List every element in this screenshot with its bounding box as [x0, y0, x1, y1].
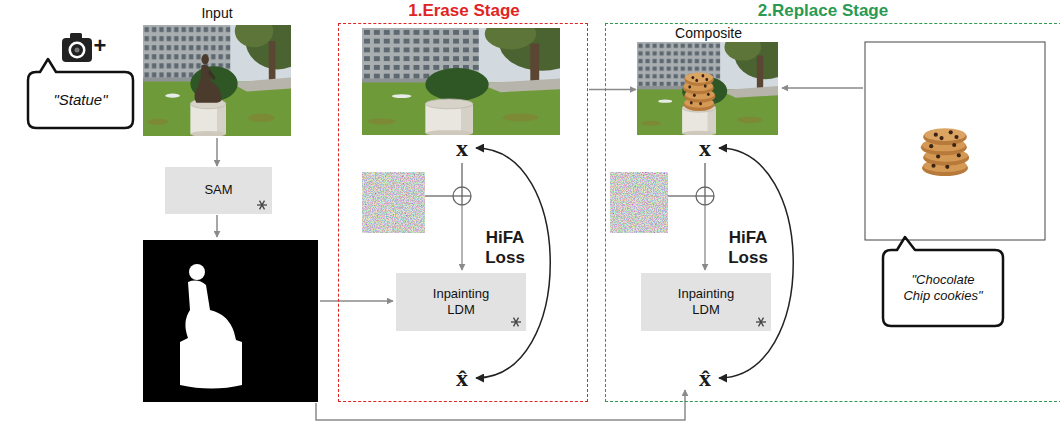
erased-photo-part [362, 12, 586, 135]
replace-pipeline-part [704, 205, 705, 270]
erased-photo-part [425, 99, 473, 136]
frozen-icon-stroke [514, 318, 519, 327]
math-symbol: x [699, 136, 711, 160]
frozen-icon-stroke [260, 201, 265, 210]
erase-pipeline [425, 148, 550, 378]
stage-title: 1.Erase Stage [339, 1, 589, 21]
loss-label: HiFA Loss [480, 228, 530, 269]
camera-icon-part [69, 42, 86, 59]
replace-pipeline-part [704, 187, 705, 205]
flow-arrow [216, 138, 218, 166]
replace-pipeline-part [696, 187, 714, 205]
composite-image: Composite [638, 43, 779, 136]
frozen-icon [755, 316, 767, 328]
segmentation-mask-part [143, 240, 318, 402]
loss-label: HiFA Loss [723, 228, 773, 269]
image-heading: Input [143, 5, 291, 21]
flow-arrow [589, 89, 636, 91]
segmentation-mask [143, 240, 318, 402]
frozen-icon-stroke [759, 318, 764, 327]
composite-photo-part [683, 72, 716, 111]
frozen-icon-stroke [260, 201, 265, 210]
erase-pipeline-part [476, 148, 550, 378]
input-photo-part [190, 99, 226, 137]
prompt-text: "Statue" [53, 91, 107, 110]
flow-arrow-part [320, 300, 393, 302]
composite-photo-part [637, 28, 796, 135]
frozen-icon-stroke [759, 318, 764, 327]
stage-title: 2.Replace Stage [606, 1, 1040, 21]
erase-pipeline-part [461, 187, 462, 205]
math-symbol: x [456, 136, 468, 160]
model-box: Inpainting LDM [641, 273, 771, 331]
box-label: Inpainting LDM [666, 286, 746, 319]
camera-icon [62, 33, 92, 62]
noise-block-part [610, 172, 668, 233]
composite-photo [637, 28, 796, 135]
prompt-text: "Chocolate Chip cookies" [901, 272, 985, 305]
object-image [865, 42, 1045, 240]
noise-block-part [362, 172, 425, 233]
frozen-icon-stroke [514, 318, 519, 327]
flow-arrow-part [216, 215, 218, 237]
camera-icon-part [75, 48, 80, 53]
box-label: Inpainting LDM [421, 286, 501, 319]
replace-pipeline-part [719, 148, 793, 378]
erase-pipeline-part [453, 187, 471, 205]
flow-arrow-part [782, 87, 863, 89]
erase-pipeline-part [461, 163, 462, 187]
stage-region: 2.Replace StageCompositeInpainting LDM [605, 23, 1060, 402]
stage-region: 1.Erase StageInpainting LDM [338, 23, 588, 402]
erase-pipeline-part [425, 195, 453, 196]
flow-arrow [217, 88, 863, 420]
object-image-part [921, 128, 969, 176]
segmentation-mask-part [189, 264, 205, 280]
bubble-outline [28, 59, 133, 128]
erased-photo [362, 12, 586, 136]
replace-pipeline-part [668, 195, 696, 196]
segmentation-mask-part [180, 281, 242, 389]
input-photo-part [143, 9, 310, 136]
image-heading: Composite [638, 25, 779, 41]
input-photo [143, 9, 310, 137]
speech-bubble: "Statue" [28, 72, 133, 128]
replace-pipeline [668, 148, 793, 378]
noise-block [362, 172, 668, 233]
erase-pipeline-part [461, 205, 462, 270]
replace-pipeline-part [704, 163, 705, 187]
model-box: Inpainting LDM [396, 273, 526, 331]
plus-sign: + [94, 35, 107, 57]
input-photo-part [194, 54, 221, 102]
flow-arrow-part [316, 390, 685, 420]
frozen-icon [510, 316, 522, 328]
camera-icon-part [62, 38, 92, 62]
input-image: Input [143, 25, 291, 136]
bubble-outline [883, 237, 1003, 326]
box-label: SAM [204, 182, 232, 198]
object-image-part [865, 42, 1045, 240]
speech-bubble: "Chocolate Chip cookies" [883, 250, 1003, 326]
model-box: SAM [165, 167, 272, 214]
camera-icon-part [71, 44, 83, 56]
math-symbol: x̂ [699, 366, 711, 390]
frozen-icon [256, 199, 268, 211]
math-symbol: x̂ [456, 366, 468, 390]
